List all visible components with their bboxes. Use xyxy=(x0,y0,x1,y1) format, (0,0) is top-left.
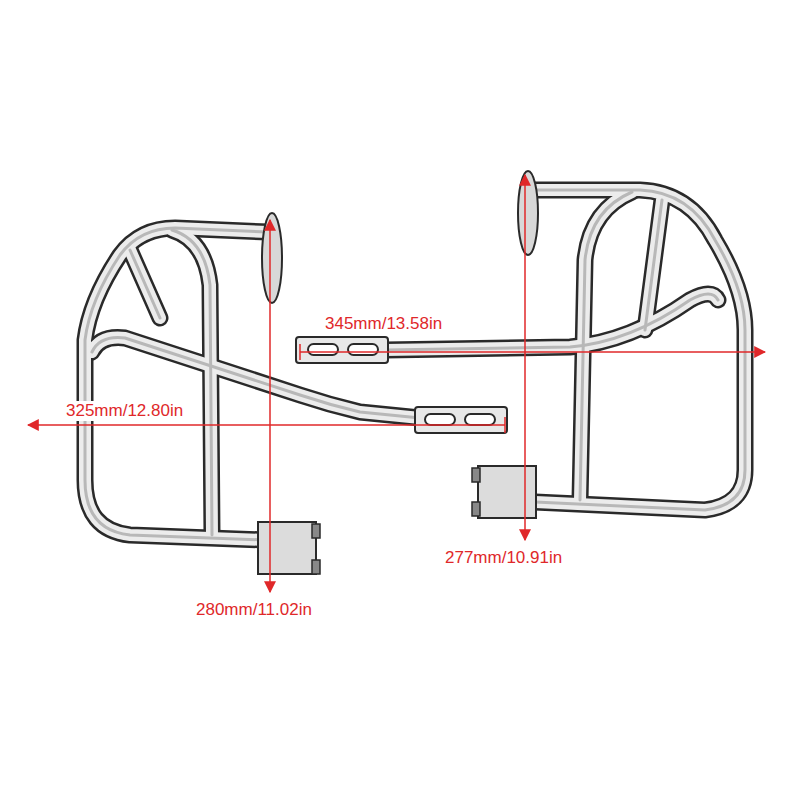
right-crash-bar xyxy=(296,171,745,518)
dimension-label: 325mm/12.80in xyxy=(64,401,185,421)
left-crash-bar xyxy=(85,213,507,574)
dimension-label: 280mm/11.02in xyxy=(194,600,314,620)
dimension-label: 277mm/10.91in xyxy=(443,548,564,568)
dimension-lines xyxy=(28,175,765,592)
dimension-label: 345mm/13.58in xyxy=(323,314,444,334)
